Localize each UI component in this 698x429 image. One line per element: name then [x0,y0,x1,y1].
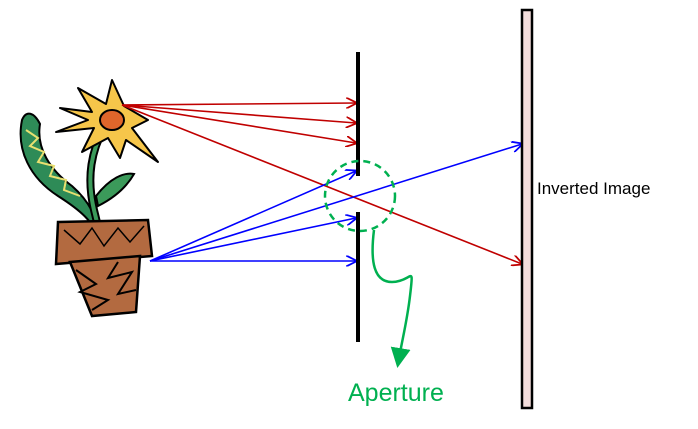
pot-rim [54,218,154,266]
red-ray-1 [121,103,356,105]
leaf-right [94,172,136,208]
inverted-image-label: Inverted Image [537,179,650,198]
blue-ray-2 [149,218,356,262]
red-ray-4 [121,104,522,264]
red-rays [121,103,522,264]
aperture-pointer-arrow [371,229,413,368]
image-screen [520,8,534,410]
pot-body [68,254,142,318]
aperture-label: Aperture [348,379,444,407]
blue-ray-4 [149,144,522,262]
blue-rays [149,144,522,262]
red-ray-3 [121,104,356,143]
red-ray-2 [121,104,356,123]
flower-pot-icon [19,79,159,318]
blue-ray-3 [149,171,356,262]
aperture-circle [323,159,397,233]
